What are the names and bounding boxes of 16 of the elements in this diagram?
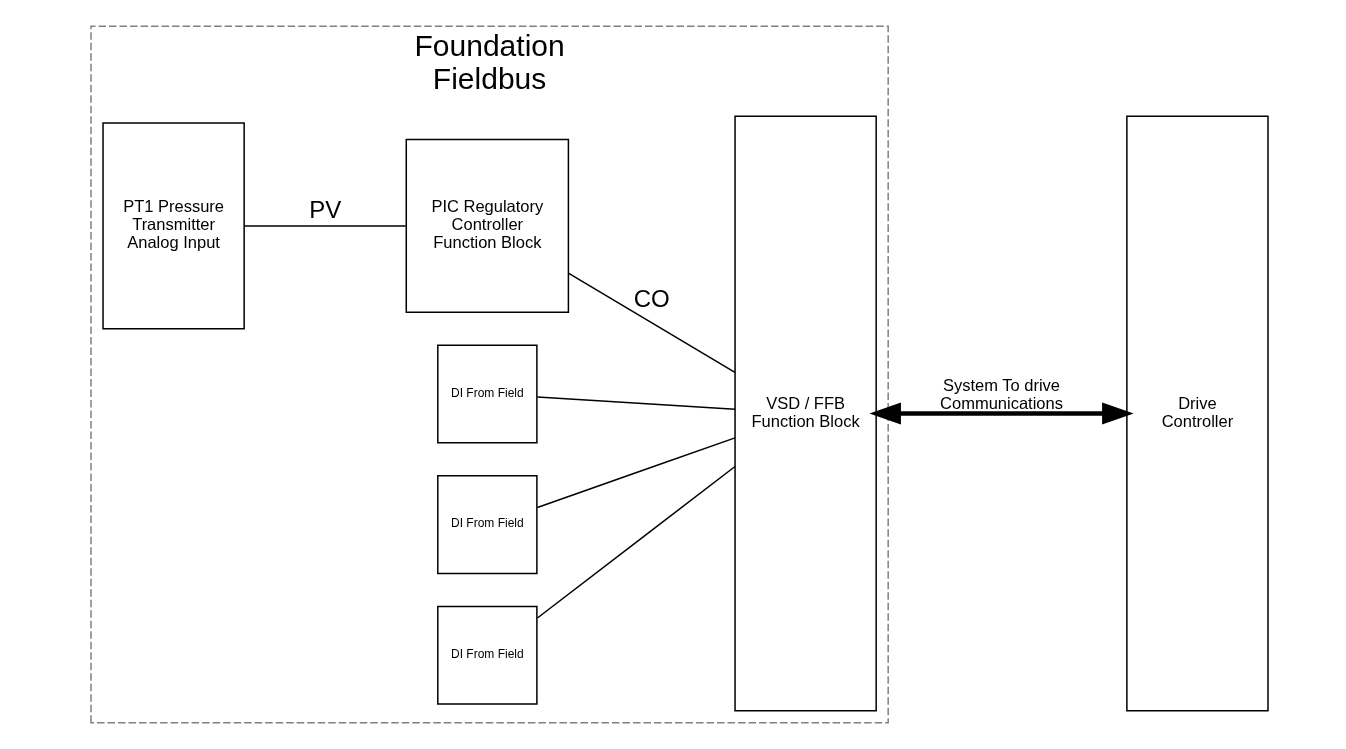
connector [536, 396, 736, 410]
node-box: VSD / FFB Function Block [733, 115, 877, 712]
connector [536, 437, 736, 509]
node-box: Drive Controller [1125, 115, 1269, 712]
node-box: DI From Field [436, 475, 538, 575]
arrow [868, 402, 1134, 425]
node-box: DI From Field [436, 605, 538, 705]
node-box: DI From Field [436, 344, 538, 444]
edge-label: CO [633, 284, 670, 312]
connector [567, 272, 736, 374]
connector [243, 225, 406, 227]
connector [536, 465, 736, 619]
node-box: PIC Regulatory Controller Function Block [405, 138, 569, 313]
edge-label: PV [308, 196, 341, 224]
edge-label: System To drive Communications [939, 375, 1063, 412]
node-box: PT1 Pressure Transmitter Analog Input [101, 122, 245, 330]
